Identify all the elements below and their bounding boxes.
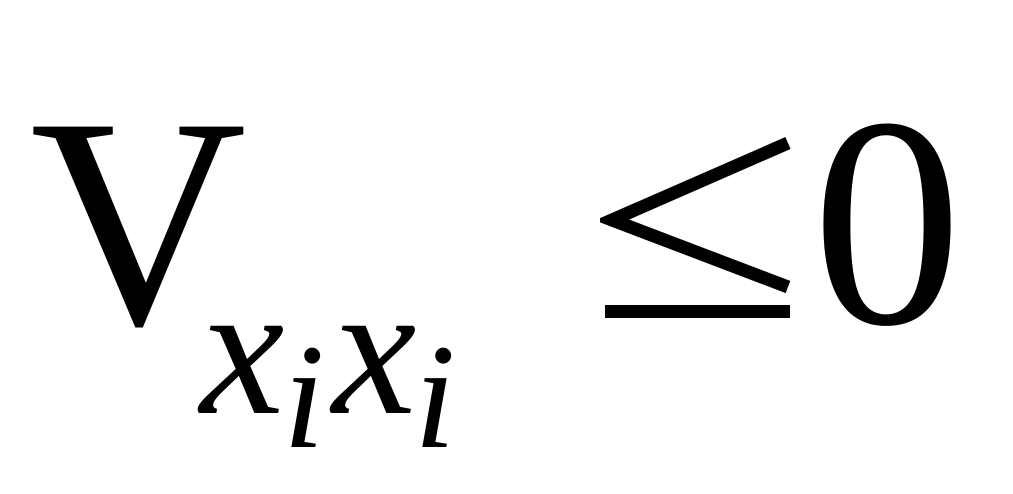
subscript-index-2: i — [414, 314, 456, 480]
main-symbol: V — [30, 56, 247, 388]
less-than-or-equal-symbol — [600, 137, 791, 318]
subscript-index-1: i — [283, 314, 325, 480]
subscript-variable-2: x — [332, 245, 417, 455]
subscript-variable-1: x — [200, 245, 285, 455]
rhs-value: 0 — [812, 56, 962, 388]
